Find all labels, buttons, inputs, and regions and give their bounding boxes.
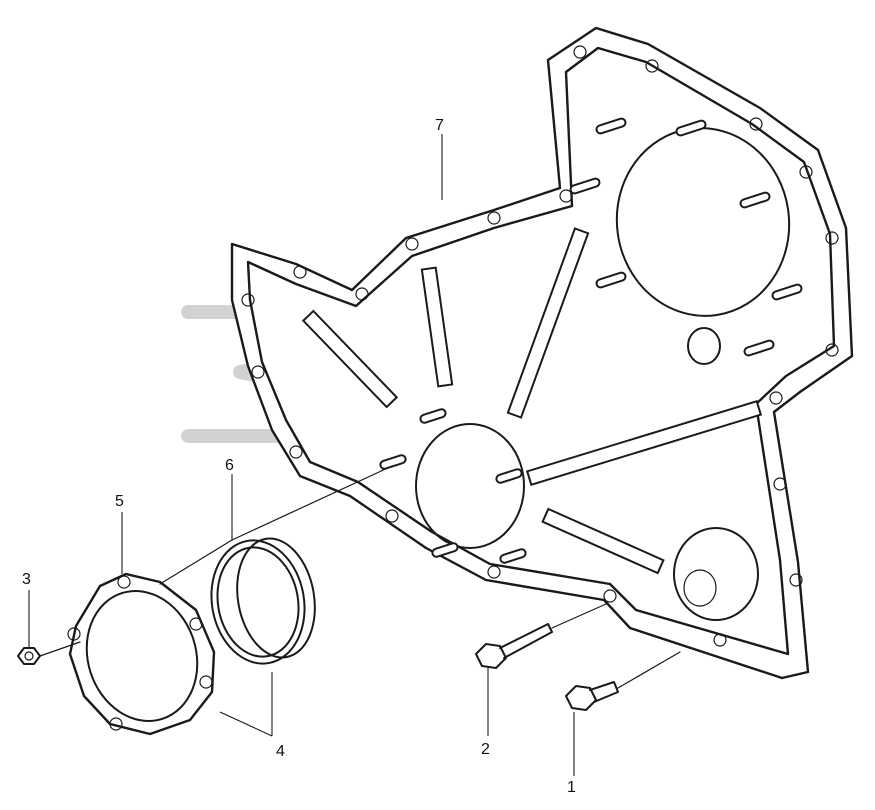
- callout-7: 7: [435, 117, 444, 134]
- center-opening: [415, 423, 525, 549]
- callout-6: 6: [225, 457, 234, 474]
- hex-nut: [17, 647, 41, 665]
- lower-opening: [673, 527, 759, 621]
- callout-1: 1: [567, 779, 576, 796]
- callout-4: 4: [276, 743, 285, 760]
- callout-5: 5: [115, 493, 124, 510]
- seal-ring: [210, 537, 316, 665]
- leader-lines: [28, 134, 575, 776]
- short-bolt: [565, 681, 619, 711]
- callout-3: 3: [22, 571, 31, 588]
- small-opening: [687, 327, 721, 365]
- seal-retainer-plate: [67, 572, 216, 736]
- dowel-pins: [379, 117, 803, 564]
- long-bolt: [475, 623, 553, 669]
- gear-cover-gasket: [230, 26, 854, 680]
- gasket-bolt-holes: [241, 45, 839, 647]
- callout-2: 2: [481, 741, 490, 758]
